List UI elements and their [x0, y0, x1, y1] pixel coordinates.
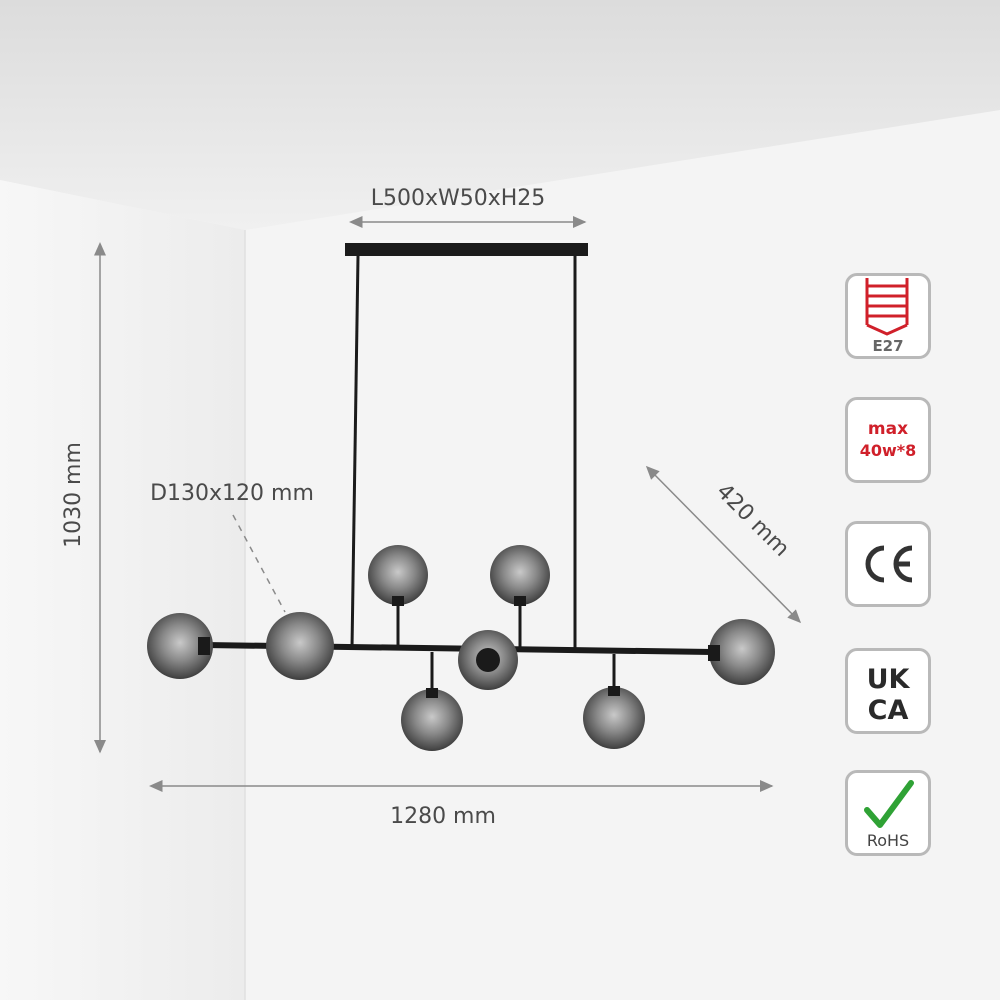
- left-wall: [0, 180, 245, 1000]
- glass-globe: [266, 612, 334, 680]
- bulb-holder: [426, 688, 438, 698]
- suspension-rod-left: [350, 255, 360, 649]
- glass-globe: [709, 619, 775, 685]
- bulb-holder: [198, 637, 210, 655]
- glass-globe: [401, 689, 463, 751]
- glass-globe: [583, 687, 645, 749]
- rohs-badge: RoHS: [845, 770, 931, 856]
- ce-badge: [845, 521, 931, 607]
- bulb-holder: [708, 645, 720, 661]
- pendant-fixture: [147, 243, 775, 751]
- e27-badge: E27: [845, 273, 931, 359]
- e27-label: E27: [872, 337, 903, 355]
- bulb-holder: [514, 596, 526, 606]
- bulb-holder: [608, 686, 620, 696]
- e27-bulb-icon: [865, 278, 909, 336]
- check-mark-icon: [864, 780, 914, 828]
- ce-mark-icon: [865, 545, 913, 583]
- wattage-label: 40w*8: [860, 441, 917, 460]
- height-dimension-label: 1030 mm: [61, 442, 86, 548]
- bulb-holder: [476, 648, 500, 672]
- max-power-badge: max 40w*8: [845, 397, 931, 483]
- ceiling: [0, 0, 1000, 230]
- rohs-label: RoHS: [867, 831, 909, 850]
- glass-globe: [490, 545, 550, 605]
- depth-dimension-arrow: [645, 465, 802, 624]
- glass-globe: [147, 613, 213, 679]
- width-dimension-label: 1280 mm: [390, 804, 496, 829]
- canopy-dimension-label: L500xW50xH25: [371, 186, 546, 211]
- globe-dimension-label: D130x120 mm: [150, 481, 314, 506]
- ukca-line2: CA: [868, 695, 909, 726]
- max-label: max: [868, 419, 908, 439]
- ukca-badge: UK CA: [845, 648, 931, 734]
- glass-globe: [368, 545, 428, 605]
- bulb-holder: [392, 596, 404, 606]
- ceiling-canopy: [345, 243, 588, 256]
- ukca-line1: UK: [867, 664, 911, 695]
